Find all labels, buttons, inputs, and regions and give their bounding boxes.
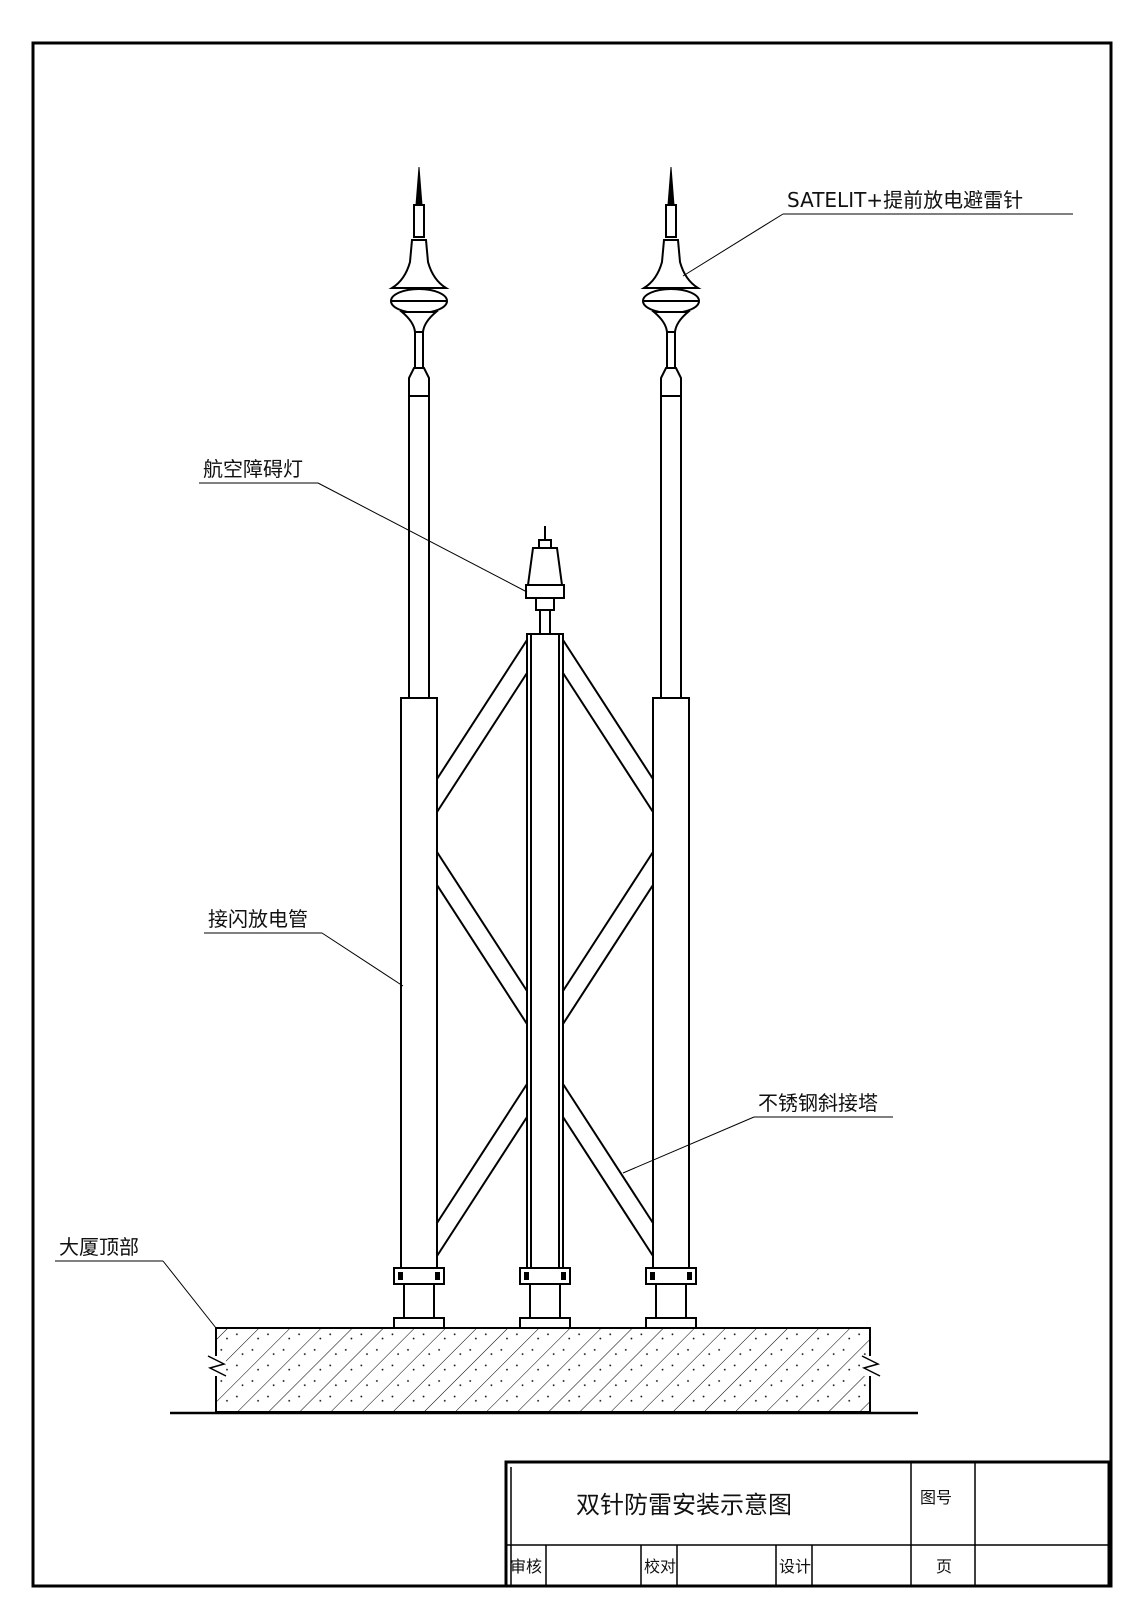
callout-discharge-tube: 接闪放电管 (204, 907, 404, 987)
label-aviation-light: 航空障碍灯 (203, 457, 303, 481)
roof-slab (170, 1327, 918, 1415)
label-tower: 不锈钢斜接塔 (758, 1091, 878, 1115)
right-lightning-rod (640, 166, 702, 1329)
callout-tower: 不锈钢斜接塔 (622, 1091, 893, 1174)
page-label: 页 (936, 1557, 952, 1576)
tower-braces (436, 639, 654, 1257)
drawing-title: 双针防雷安装示意图 (576, 1491, 792, 1519)
callout-roof: 大厦顶部 (55, 1235, 217, 1329)
design-label: 设计 (779, 1557, 811, 1576)
callout-lightning-rod: SATELIT+提前放电避雷针 (682, 188, 1073, 277)
title-block: 双针防雷安装示意图 图号 审核 校对 设计 页 (504, 1460, 1111, 1588)
label-roof: 大厦顶部 (59, 1235, 139, 1259)
label-discharge-tube: 接闪放电管 (208, 907, 308, 931)
label-lightning-rod: SATELIT+提前放电避雷针 (787, 188, 1023, 212)
left-lightning-rod (388, 166, 450, 1329)
drawing-no-label: 图号 (920, 1488, 952, 1507)
review-label: 审核 (510, 1557, 542, 1576)
center-tower (519, 526, 571, 1329)
flange-bolts (398, 1272, 692, 1280)
check-label: 校对 (644, 1557, 676, 1576)
callout-aviation-light: 航空障碍灯 (199, 457, 528, 593)
